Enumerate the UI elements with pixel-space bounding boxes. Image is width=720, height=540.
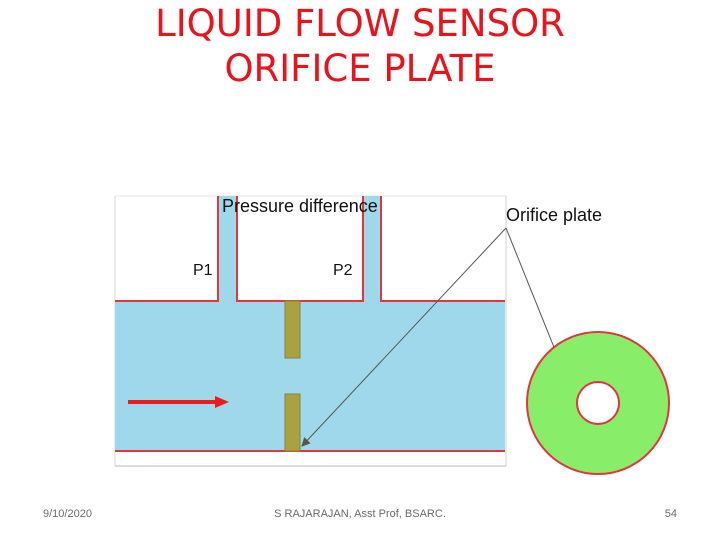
- footer-page-number: 54: [664, 508, 677, 520]
- orifice-plate-upper: [284, 300, 301, 359]
- p2-label: P2: [333, 262, 353, 279]
- leader-line-to-plate: [301, 227, 507, 447]
- orifice-hole: [576, 381, 620, 425]
- flow-arrow-head-icon: [215, 396, 229, 408]
- orifice-plate-label: Orifice plate: [506, 205, 602, 225]
- orifice-plate-lower: [284, 393, 301, 452]
- footer-date: 9/10/2020: [43, 508, 92, 520]
- pipe-fluid: [115, 196, 505, 451]
- footer-author: S RAJARAJAN, Asst Prof, BSARC.: [274, 508, 446, 520]
- slide-title-line-2: ORIFICE PLATE: [224, 47, 496, 90]
- pressure-difference-label: Pressure difference: [222, 196, 378, 216]
- slide-title-line-1: LIQUID FLOW SENSOR: [155, 2, 565, 45]
- p1-label: P1: [193, 262, 213, 279]
